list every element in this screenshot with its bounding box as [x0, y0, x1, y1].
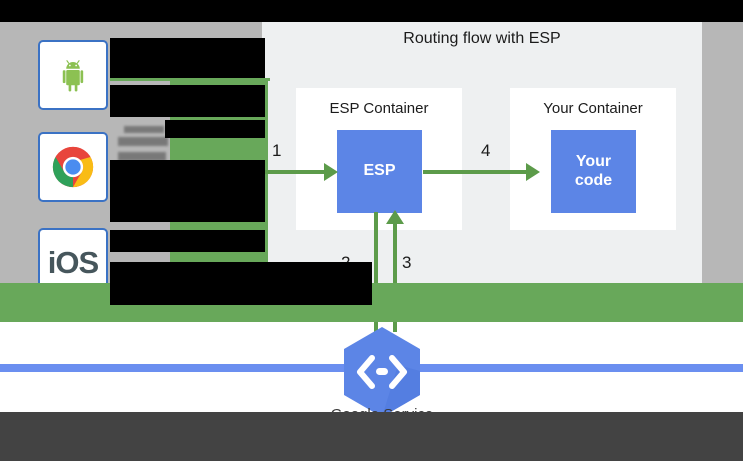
- arrow-3-head: [386, 210, 404, 224]
- occlusion-block: [165, 120, 265, 138]
- bottom-dark-bar: [0, 412, 743, 461]
- blurred-text-line: [124, 126, 164, 133]
- occlusion-block-top: [0, 0, 743, 22]
- esp-box: ESP: [337, 130, 422, 213]
- arrow-4-head: [526, 163, 540, 181]
- arrow-label-4: 4: [481, 141, 491, 160]
- your-code-box: Your code: [551, 130, 636, 213]
- blurred-text-line: [118, 152, 166, 161]
- ios-label: iOS: [47, 245, 99, 280]
- android-icon: [62, 60, 84, 92]
- blurred-text-line: [118, 137, 168, 146]
- chrome-icon: [52, 146, 94, 188]
- esp-container-title: ESP Container: [329, 100, 429, 117]
- occlusion-block: [110, 262, 372, 305]
- esp-box-label: ESP: [363, 162, 396, 180]
- arrow-label-3: 3: [402, 253, 412, 272]
- client-tile-android[interactable]: [38, 40, 108, 110]
- service-control-logo: [340, 325, 424, 419]
- arrow-4-line: [423, 170, 528, 174]
- diagram-title: Routing flow with ESP: [403, 30, 561, 47]
- occlusion-block: [110, 85, 265, 117]
- your-container-title: Your Container: [543, 100, 643, 117]
- arrow-3-line: [393, 222, 397, 332]
- occlusion-block: [110, 230, 265, 252]
- arrow-label-1: 1: [272, 141, 282, 160]
- arrow-1-head: [324, 163, 338, 181]
- arrow-1-line: [264, 170, 326, 174]
- your-code-box-label: Your code: [574, 153, 613, 189]
- google-service-control-hexagon-icon: [344, 327, 420, 417]
- client-tile-chrome[interactable]: [38, 132, 108, 202]
- client-connector-android: [110, 78, 270, 81]
- right-margin-strip: [702, 22, 743, 283]
- arrow-2-line: [374, 212, 378, 332]
- occlusion-block: [110, 160, 265, 222]
- occlusion-block: [110, 38, 265, 78]
